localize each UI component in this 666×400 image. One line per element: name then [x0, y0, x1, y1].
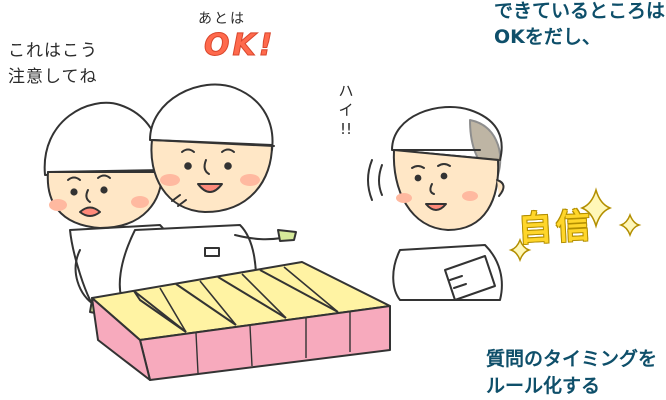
heading-top-line1: できているところは [494, 0, 666, 22]
speech-hai-1: ハ [338, 82, 354, 100]
speech-hai-2: イ [338, 101, 354, 119]
heading-bottom-line1: 質問のタイミングを [486, 348, 658, 370]
speech-hai-3: !! [339, 120, 353, 138]
center-worker [118, 83, 297, 306]
confidence-stamp: 自信 [517, 206, 596, 250]
sparkle-icon [508, 187, 642, 263]
speech-ok: OK! [203, 28, 276, 64]
speech-instruction-line1: これはこう [8, 41, 98, 61]
heading-bottom-line2: ルール化する [486, 375, 601, 397]
heading-top-line2: OKをだし、 [494, 26, 601, 48]
speech-instruction-line2: 注意してね [8, 67, 98, 87]
speech-ato-wa: あとは [198, 11, 246, 27]
right-worker [367, 105, 505, 301]
parts-tray [91, 261, 391, 381]
speech-hai: ハ イ !! [338, 82, 354, 139]
heading-top: できているところは OKをだし、 [494, 0, 665, 50]
speech-instruction: これはこう 注意してね [8, 38, 98, 90]
